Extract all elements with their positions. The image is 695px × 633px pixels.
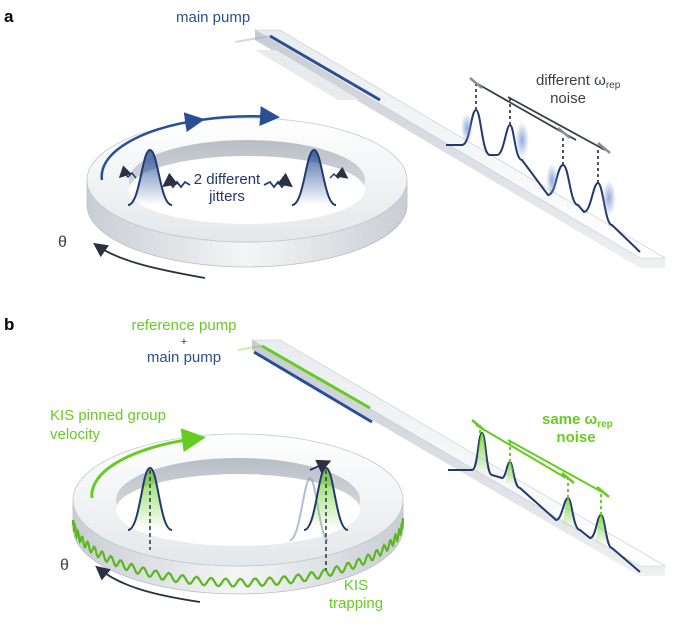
output-pulse-train-a xyxy=(446,108,641,253)
panel-b-letter: b xyxy=(4,315,14,334)
propagation-arrow-b xyxy=(90,428,206,499)
theta-arrow-a xyxy=(93,242,206,279)
ring-resonator-a xyxy=(86,117,408,268)
ring-pulse-right-a xyxy=(291,148,337,206)
main-pump-label-b: main pump xyxy=(147,349,221,366)
ring-pulse-right-b xyxy=(289,459,349,570)
kis-velocity-label-1: KIS pinned group xyxy=(50,407,166,424)
reference-pump-line xyxy=(261,344,371,410)
main-pump-line-b xyxy=(253,350,373,424)
rep-label-a-2: noise xyxy=(550,90,586,107)
ring-pulse-left-b xyxy=(127,466,173,550)
ring-pulse-left-a xyxy=(127,148,173,206)
reference-pump-label: reference pump xyxy=(131,317,236,334)
panel-b: b reference pump + main pump xyxy=(4,315,667,612)
kis-velocity-label-2: velocity xyxy=(50,426,101,443)
main-pump-line-a xyxy=(269,34,381,102)
kis-trapping-label-2: trapping xyxy=(329,595,383,612)
theta-label-b: θ xyxy=(60,557,69,574)
main-pump-label-a: main pump xyxy=(176,9,250,26)
rep-rate-markers-b xyxy=(471,419,610,515)
kis-trapping-label-1: KIS xyxy=(344,577,368,594)
theta-arrow-b xyxy=(95,565,201,603)
panel-a-letter: a xyxy=(4,7,14,26)
jitters-label-2: jitters xyxy=(208,188,245,205)
rep-label-b-2: noise xyxy=(556,429,595,446)
rep-rate-markers-a xyxy=(469,77,611,183)
jitter-arrow-left xyxy=(162,172,191,189)
output-pulse-train-b xyxy=(448,431,641,573)
panel-a: a main pump xyxy=(4,7,667,279)
propagation-arrow-a xyxy=(100,112,205,181)
jitter-arrow-right xyxy=(263,172,293,189)
rep-label-a-1: different ωrep xyxy=(536,72,621,91)
plus-label: + xyxy=(181,336,187,348)
rep-label-b-1: same ωrep xyxy=(542,411,613,430)
theta-label-a: θ xyxy=(58,234,67,251)
jitters-label-1: 2 different xyxy=(194,171,261,188)
kis-wave xyxy=(71,518,405,588)
